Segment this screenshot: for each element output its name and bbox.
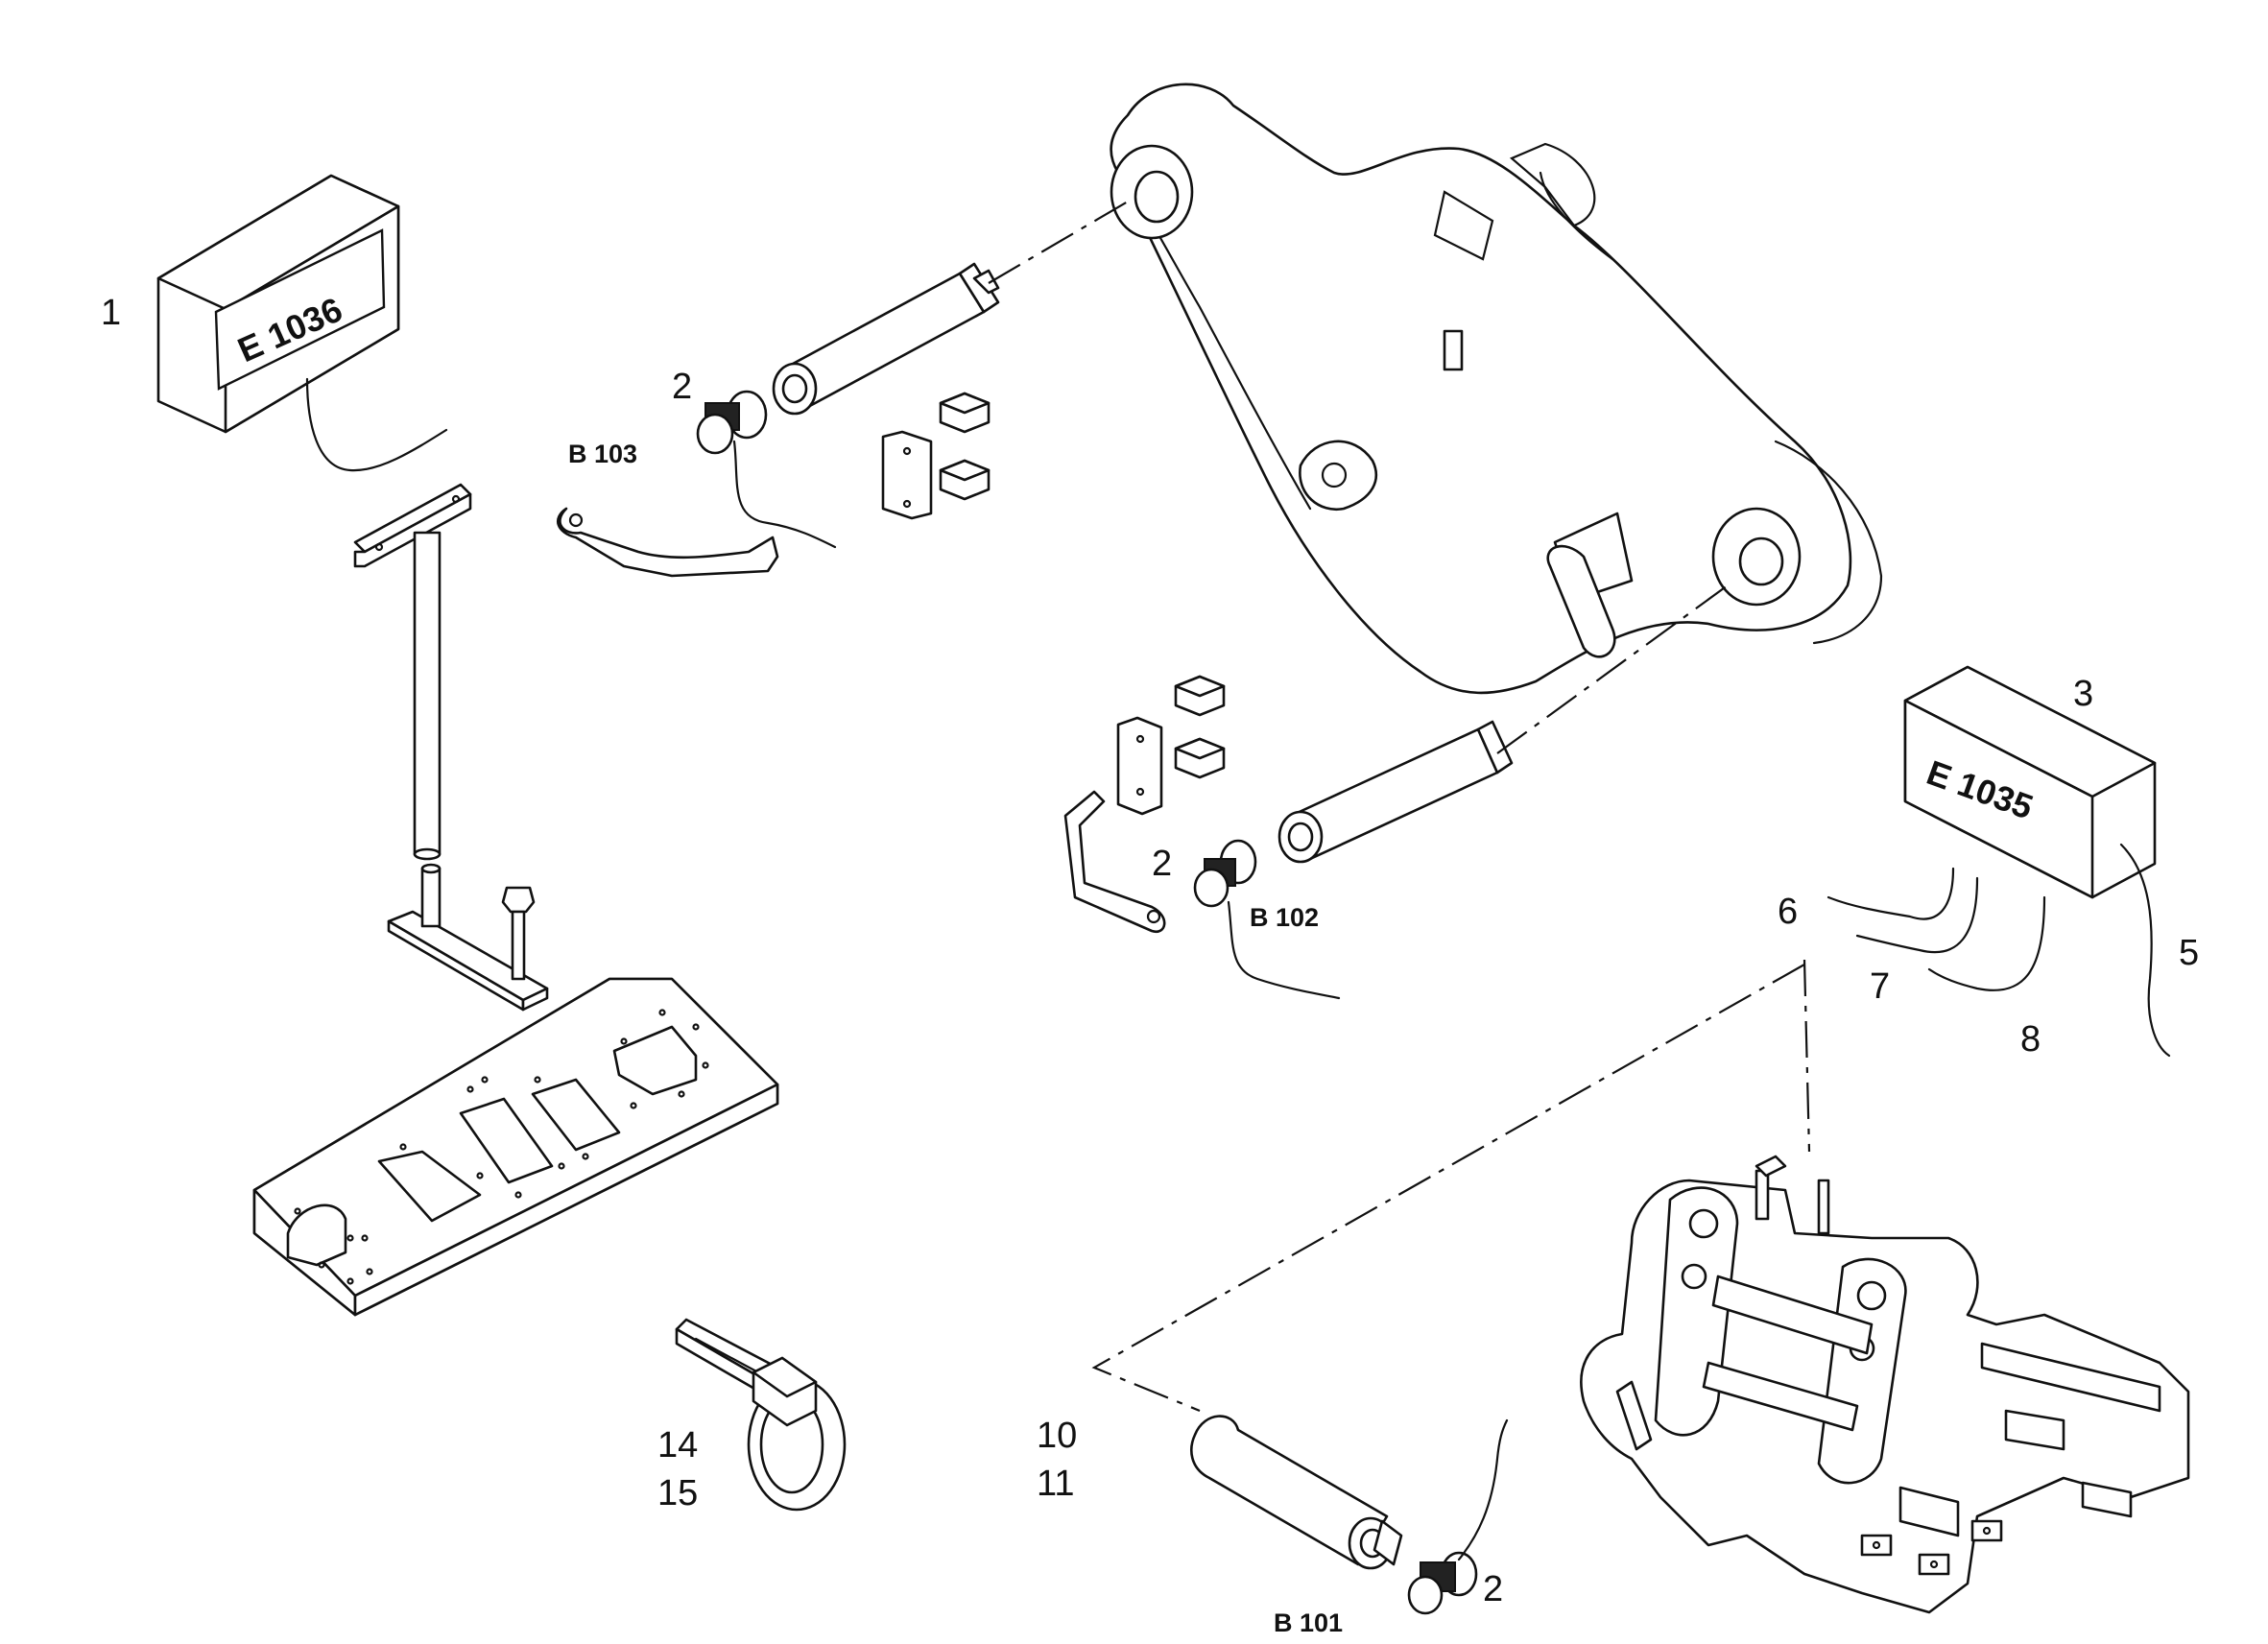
quick-coupler (1580, 1155, 2190, 1614)
callout-8: 8 (2020, 1019, 2041, 1060)
mounting-rod-bracket (353, 483, 472, 861)
callout-15: 15 (657, 1473, 698, 1513)
proximity-sensor-b102 (1193, 839, 1341, 1000)
callout-11: 11 (1037, 1464, 1074, 1504)
control-unit-e1036-cable (305, 377, 448, 472)
upper-pin (772, 262, 1000, 416)
callout-10: 10 (1037, 1416, 1077, 1456)
control-unit-e1036: E 1036 (156, 174, 448, 472)
callout-14: 14 (657, 1425, 698, 1465)
sensor-code-b103: B 103 (568, 440, 637, 468)
sensor-code-b102: B 102 (1250, 903, 1319, 932)
callout-2-top: 2 (672, 367, 692, 407)
callout-7: 7 (1870, 966, 1890, 1007)
upper-spacer-blocks (881, 392, 991, 520)
callout-6: 6 (1778, 892, 1798, 932)
proximity-sensor-b103 (696, 390, 837, 549)
proximity-sensor-b101 (1407, 1418, 1509, 1615)
callout-2-bottom: 2 (1483, 1569, 1503, 1609)
cable-tie (675, 1318, 847, 1512)
control-unit-e1035: E 1035 (1826, 665, 2171, 1058)
bolt (501, 886, 536, 981)
callout-2-middle: 2 (1152, 844, 1172, 884)
callout-1: 1 (101, 293, 121, 333)
lower-pin (1277, 720, 1514, 864)
mounting-plate (252, 977, 779, 1317)
sensor-bracket-b103 (557, 507, 779, 578)
lower-spacer-blocks (1116, 675, 1226, 816)
bottom-pin (1190, 1415, 1403, 1570)
callout-labels: 1 2 2 2 3 5 6 7 8 10 11 14 15 B 103 B 10… (101, 293, 2199, 1637)
callout-5: 5 (2179, 933, 2199, 973)
boom-link-arm (1110, 83, 1883, 695)
callout-3: 3 (2073, 674, 2093, 714)
assembly-axis-lines (988, 201, 1811, 1413)
pin-plate (387, 863, 549, 1012)
sensor-bracket-b102 (1063, 790, 1166, 934)
sensor-code-b101: B 101 (1274, 1608, 1343, 1637)
